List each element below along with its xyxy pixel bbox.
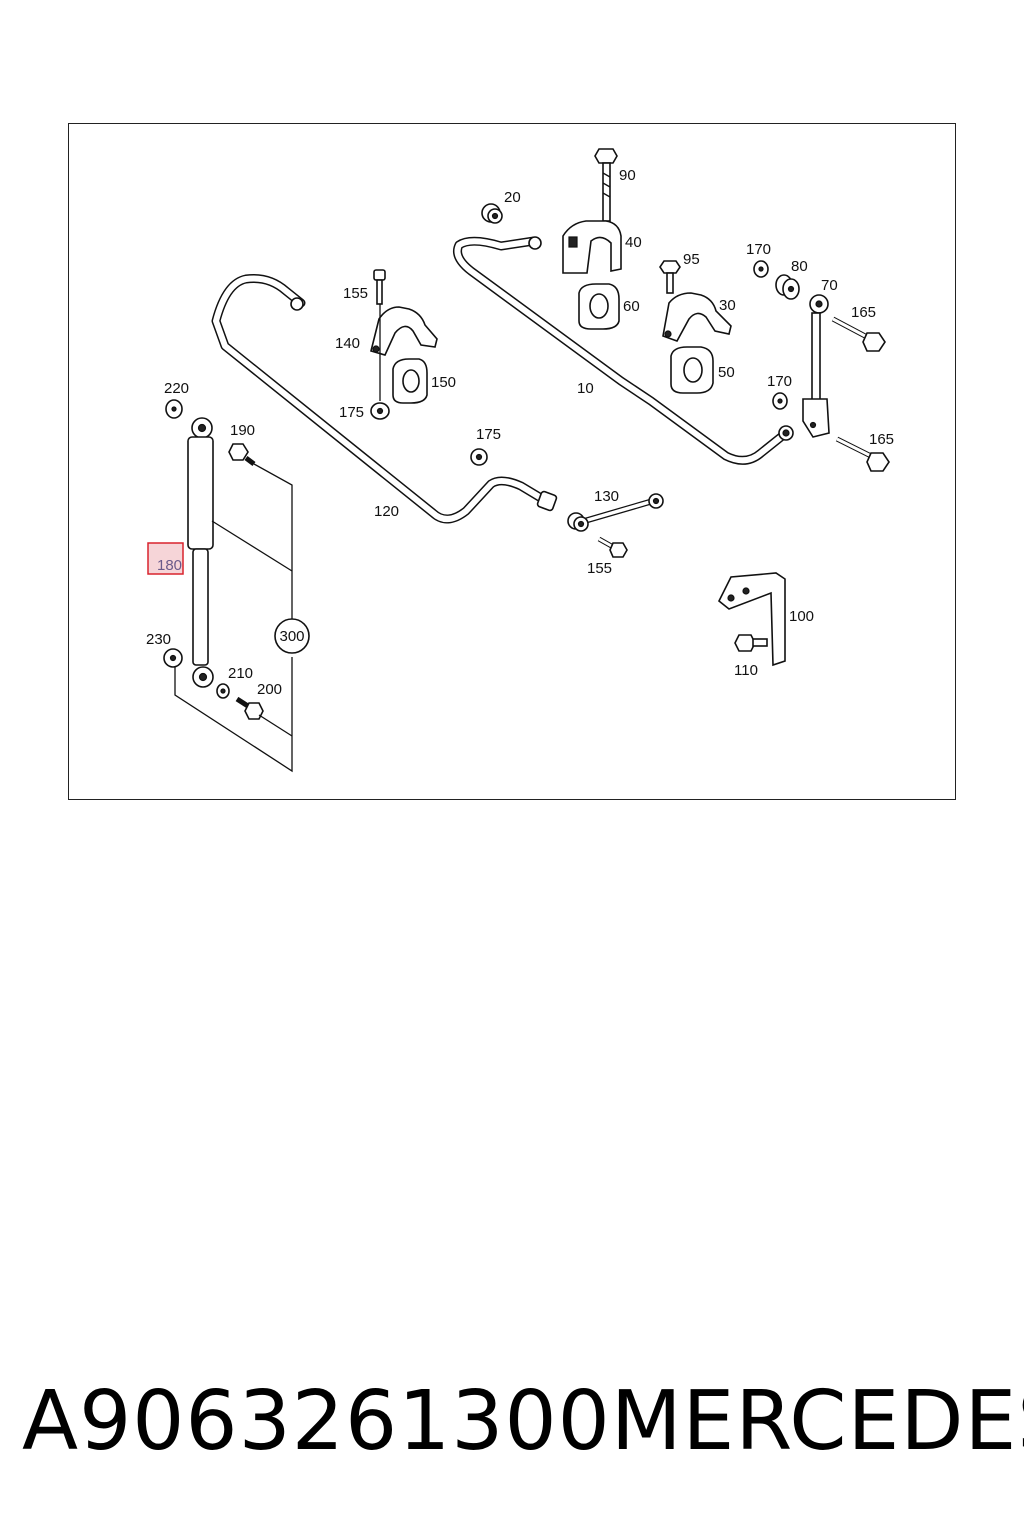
kit-300-bracket — [174, 463, 310, 773]
shock-absorber-180 — [187, 417, 214, 688]
bushing-60 — [578, 283, 620, 330]
coupling-rod-130 — [567, 493, 664, 532]
label-300: 300 — [279, 628, 304, 645]
label-90: 90 — [619, 167, 636, 184]
label-170-lower: 170 — [767, 373, 792, 390]
label-140: 140 — [335, 335, 360, 352]
label-120: 120 — [374, 503, 399, 520]
washer-220 — [165, 399, 183, 419]
clamp-bracket-140 — [370, 306, 438, 356]
bushing-80 — [775, 274, 800, 300]
washer-210 — [216, 683, 230, 699]
part-number: A9063261300 — [22, 1373, 611, 1469]
washer-230 — [163, 648, 183, 668]
coupling-rod-70 — [802, 294, 830, 438]
label-155-upper: 155 — [343, 285, 368, 302]
highlight-box-180 — [147, 542, 184, 575]
label-155-lower: 155 — [587, 560, 612, 577]
clamp-bracket-40 — [562, 220, 622, 274]
bolt-95 — [659, 260, 681, 294]
bolt-200 — [235, 696, 264, 720]
label-20: 20 — [504, 189, 521, 206]
bolt-165-lower — [835, 436, 890, 472]
bolt-155-lower — [597, 536, 628, 558]
diagram-frame: 90 20 40 95 170 80 70 165 60 30 50 170 1… — [68, 123, 956, 800]
label-40: 40 — [625, 234, 642, 251]
label-130: 130 — [594, 488, 619, 505]
label-200: 200 — [257, 681, 282, 698]
label-50: 50 — [718, 364, 735, 381]
label-220: 220 — [164, 380, 189, 397]
label-230: 230 — [146, 631, 171, 648]
label-180: 180 — [157, 557, 182, 574]
clamp-bracket-30 — [662, 292, 732, 342]
stabilizer-bar-120 — [211, 274, 558, 524]
stabilizer-bar-10 — [453, 236, 794, 465]
label-70: 70 — [821, 277, 838, 294]
washer-175-lower — [470, 448, 488, 466]
label-80: 80 — [791, 258, 808, 275]
washer-170-lower — [772, 392, 788, 410]
label-150: 150 — [431, 374, 456, 391]
bolt-155-upper — [373, 269, 386, 305]
label-175-upper: 175 — [339, 404, 364, 421]
caption: A9063261300 MERCEDES — [22, 1366, 1024, 1476]
label-175-lower: 175 — [476, 426, 501, 443]
bushing-20 — [481, 203, 503, 224]
label-100: 100 — [789, 608, 814, 625]
bracket-100 — [717, 572, 786, 667]
label-30: 30 — [719, 297, 736, 314]
label-170-upper: 170 — [746, 241, 771, 258]
label-60: 60 — [623, 298, 640, 315]
label-165-upper: 165 — [851, 304, 876, 321]
washer-170-upper — [753, 260, 769, 278]
washer-175-upper — [370, 402, 390, 420]
exploded-parts-diagram: 90 20 40 95 170 80 70 165 60 30 50 170 1… — [146, 148, 894, 773]
label-165-lower: 165 — [869, 431, 894, 448]
bushing-150 — [392, 358, 428, 404]
brand-name: MERCEDES — [610, 1373, 1024, 1469]
bolt-90 — [594, 148, 618, 222]
label-95: 95 — [683, 251, 700, 268]
bushing-50 — [670, 346, 714, 394]
label-190: 190 — [230, 422, 255, 439]
label-10: 10 — [577, 380, 594, 397]
bolt-190 — [228, 443, 256, 466]
label-110: 110 — [734, 662, 758, 679]
label-210: 210 — [228, 665, 253, 682]
bolt-165-upper — [831, 316, 886, 352]
bolt-110 — [734, 634, 768, 652]
